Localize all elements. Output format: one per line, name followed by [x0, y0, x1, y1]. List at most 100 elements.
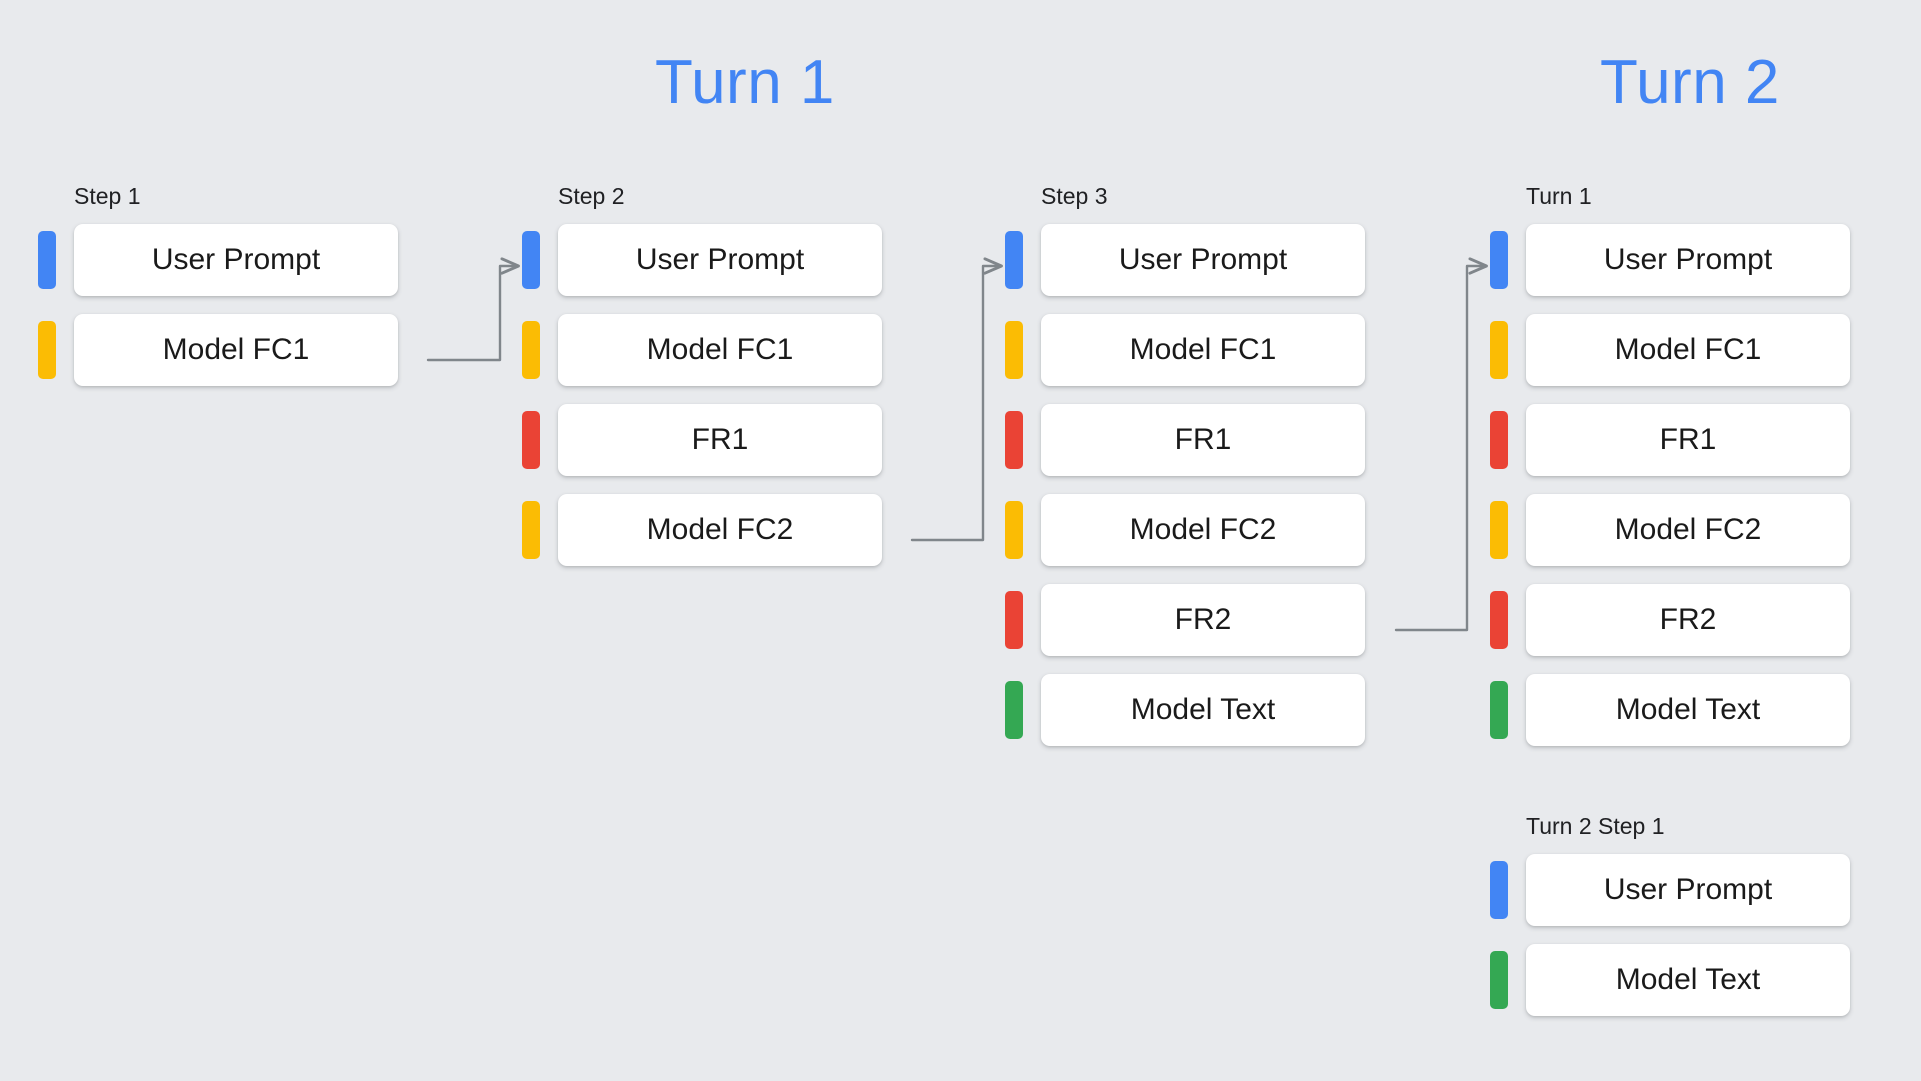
content-card-label: Model FC1	[1614, 333, 1762, 366]
content-card[interactable]: FR2	[1041, 584, 1365, 656]
role-color-bar-blue	[1490, 231, 1508, 289]
role-color-bar-red	[522, 411, 540, 469]
content-card-label: FR2	[1659, 603, 1717, 636]
connector-step1-to-step2	[426, 266, 518, 362]
content-card-label: User Prompt	[1603, 243, 1773, 276]
column-label-turn-2-step-1: Turn 2 Step 1	[1526, 813, 1665, 839]
content-row: Model FC1	[522, 314, 882, 386]
content-row: Model FC2	[1490, 494, 1850, 566]
role-color-bar-red	[1490, 591, 1508, 649]
role-color-bar-red	[1490, 411, 1508, 469]
content-card-label: FR1	[1174, 423, 1232, 456]
content-row: Model Text	[1005, 674, 1365, 746]
content-row: Model FC1	[1490, 314, 1850, 386]
content-card-label: Model FC2	[646, 513, 794, 546]
role-color-bar-yellow	[1490, 501, 1508, 559]
role-color-bar-green	[1490, 681, 1508, 739]
content-card[interactable]: Model FC2	[558, 494, 882, 566]
role-color-bar-yellow	[522, 321, 540, 379]
role-color-bar-yellow	[38, 321, 56, 379]
content-card-label: Model Text	[1615, 963, 1761, 996]
content-row: Model FC1	[1005, 314, 1365, 386]
connector-step3-to-turn1	[1394, 266, 1486, 632]
content-row: FR1	[1005, 404, 1365, 476]
content-row: FR2	[1490, 584, 1850, 656]
content-card-label: Model FC1	[1129, 333, 1277, 366]
content-card[interactable]: Model FC1	[1526, 314, 1850, 386]
content-row: User Prompt	[1005, 224, 1365, 296]
content-card[interactable]: FR1	[1526, 404, 1850, 476]
content-row: User Prompt	[522, 224, 882, 296]
content-card-label: FR1	[691, 423, 749, 456]
role-color-bar-yellow	[1005, 321, 1023, 379]
content-card[interactable]: Model FC2	[1526, 494, 1850, 566]
content-row: Model FC1	[38, 314, 398, 386]
content-card[interactable]: FR1	[558, 404, 882, 476]
content-card[interactable]: Model FC1	[558, 314, 882, 386]
content-row: FR1	[1490, 404, 1850, 476]
content-card-label: User Prompt	[1118, 243, 1288, 276]
content-row: Model Text	[1490, 944, 1850, 1016]
connector-step2-to-step3	[910, 266, 1001, 542]
content-card[interactable]: User Prompt	[74, 224, 398, 296]
content-row: User Prompt	[38, 224, 398, 296]
column-label-turn-2-turn-1: Turn 1	[1526, 183, 1592, 209]
role-color-bar-green	[1490, 951, 1508, 1009]
content-card[interactable]: Model FC1	[1041, 314, 1365, 386]
role-color-bar-green	[1005, 681, 1023, 739]
content-card[interactable]: User Prompt	[1526, 854, 1850, 926]
role-color-bar-red	[1005, 591, 1023, 649]
role-color-bar-yellow	[1005, 501, 1023, 559]
content-card-label: User Prompt	[635, 243, 805, 276]
content-card-label: Model FC1	[162, 333, 310, 366]
role-color-bar-blue	[522, 231, 540, 289]
content-card-label: FR1	[1659, 423, 1717, 456]
role-color-bar-red	[1005, 411, 1023, 469]
content-card[interactable]: Model Text	[1526, 674, 1850, 746]
content-row: User Prompt	[1490, 224, 1850, 296]
content-row: User Prompt	[1490, 854, 1850, 926]
content-card[interactable]: User Prompt	[1526, 224, 1850, 296]
content-card[interactable]: User Prompt	[558, 224, 882, 296]
role-color-bar-blue	[1490, 861, 1508, 919]
column-label-step-2: Step 2	[558, 183, 625, 209]
content-row: Model FC2	[522, 494, 882, 566]
turn-title-2: Turn 2	[1600, 48, 1780, 117]
content-card[interactable]: Model FC1	[74, 314, 398, 386]
content-card-label: FR2	[1174, 603, 1232, 636]
content-card-label: Model Text	[1615, 693, 1761, 726]
content-card-label: Model FC1	[646, 333, 794, 366]
content-card[interactable]: User Prompt	[1041, 224, 1365, 296]
content-card[interactable]: Model Text	[1526, 944, 1850, 1016]
content-card-label: User Prompt	[151, 243, 321, 276]
content-card-label: Model Text	[1130, 693, 1276, 726]
turn-title-1: Turn 1	[655, 48, 835, 117]
content-row: Model Text	[1490, 674, 1850, 746]
content-row: Model FC2	[1005, 494, 1365, 566]
content-card[interactable]: Model Text	[1041, 674, 1365, 746]
content-card-label: Model FC2	[1614, 513, 1762, 546]
content-row: FR1	[522, 404, 882, 476]
content-card[interactable]: FR2	[1526, 584, 1850, 656]
role-color-bar-blue	[38, 231, 56, 289]
content-row: FR2	[1005, 584, 1365, 656]
content-card[interactable]: FR1	[1041, 404, 1365, 476]
role-color-bar-yellow	[1490, 321, 1508, 379]
role-color-bar-blue	[1005, 231, 1023, 289]
content-card-label: User Prompt	[1603, 873, 1773, 906]
content-card[interactable]: Model FC2	[1041, 494, 1365, 566]
column-label-step-1: Step 1	[74, 183, 141, 209]
role-color-bar-yellow	[522, 501, 540, 559]
content-card-label: Model FC2	[1129, 513, 1277, 546]
